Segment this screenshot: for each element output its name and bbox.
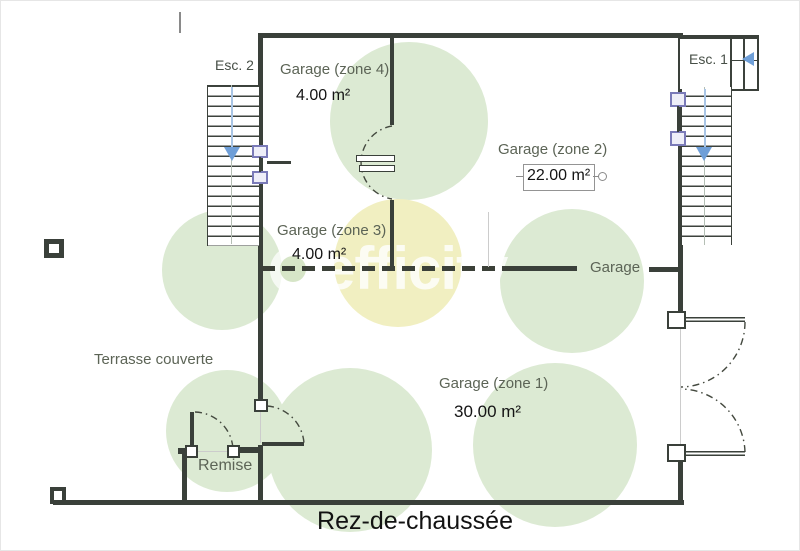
wall-partition-solid-right: [649, 267, 679, 272]
selection-tick-right: [593, 176, 599, 177]
room-label-garage: Garage: [590, 259, 641, 276]
door-hinge-french-bottom: [667, 444, 686, 462]
window-symbol-right-wall-bottom: [670, 131, 686, 146]
room-label-zone1: Garage (zone 1): [439, 375, 549, 392]
door-arc-french-bottom: [680, 388, 746, 453]
stair-label-esc2: Esc. 2: [215, 57, 254, 73]
stair-esc1-centerline: [704, 87, 705, 245]
room-label-zone3: Garage (zone 3): [277, 222, 387, 239]
stair-label-esc1: Esc. 1: [689, 51, 728, 67]
room-label-terrasse: Terrasse couverte: [94, 351, 214, 368]
room-area-zone3: 4.00 m²: [292, 246, 347, 263]
stair-esc1-direction-line: [704, 89, 706, 147]
wall-interior-lower: [390, 200, 394, 268]
wall-left-lower: [258, 445, 263, 503]
door-hinge-remise-east: [254, 399, 268, 412]
remise-wall-north-stub-left: [178, 448, 190, 454]
door-panel-interior-bottom: [359, 165, 395, 172]
remise-wall-north-stub-right: [240, 447, 258, 453]
wall-interior-upper: [390, 35, 394, 125]
zone-highlight-circle-top: [330, 42, 488, 200]
room-boundary-line: [488, 212, 489, 267]
room-area-zone4: 4.00 m²: [296, 87, 351, 104]
area-selection-box[interactable]: [523, 164, 595, 191]
zone-highlight-circle-bottom-right: [473, 363, 637, 527]
door-opening-line-remise-west: [198, 451, 227, 452]
wall-top: [260, 33, 683, 38]
stair-esc2-centerline: [231, 85, 232, 244]
door-leaf-esc2: [267, 161, 291, 164]
selection-tick-left: [516, 176, 523, 177]
door-opening-line-french: [680, 328, 681, 444]
door-arc-french-top: [680, 321, 746, 388]
window-connector-right: [677, 106, 679, 132]
door-leaf-remise-west: [190, 412, 194, 452]
door-opening-line-remise-east: [260, 403, 261, 443]
column-bottom-left: [50, 487, 66, 504]
floor-title: Rez-de-chaussée: [317, 507, 513, 535]
door-leaf-french-top: [686, 317, 745, 322]
door-hinge-french-top: [667, 311, 686, 329]
door-leaf-remise-east: [262, 442, 304, 446]
stair-esc1-arrow-left-icon: [742, 52, 754, 66]
wall-partition-dashed: [262, 266, 515, 271]
room-area-zone1: 30.00 m²: [454, 402, 522, 421]
stair-esc2-direction-line: [231, 87, 233, 147]
stair-esc2-flight: [207, 85, 259, 246]
column-left: [44, 239, 64, 258]
top-edge-tick: [179, 12, 181, 33]
window-symbol-right-wall-top: [670, 92, 686, 107]
room-label-zone2: Garage (zone 2): [498, 141, 608, 158]
zone-highlight-circle-yellow: [334, 199, 462, 327]
zone-highlight-circle-right: [500, 209, 644, 353]
wall-right-lower: [678, 462, 683, 503]
stair-esc1-flight: [682, 87, 732, 245]
stair-esc1-arrow-icon: [696, 147, 712, 161]
selection-handle-icon[interactable]: [598, 172, 607, 181]
door-hinge-remise-west-left: [185, 445, 198, 458]
wall-bottom: [53, 500, 684, 505]
room-area-zone2[interactable]: 22.00 m²: [527, 167, 591, 184]
remise-wall-west: [182, 452, 187, 503]
room-label-remise: Remise: [198, 457, 253, 474]
room-label-zone4: Garage (zone 4): [280, 61, 390, 78]
window-symbol-left-wall-bottom: [252, 171, 268, 184]
window-connector-left: [259, 157, 261, 172]
wall-partition-solid: [515, 266, 577, 271]
wall-right-upper: [678, 33, 683, 313]
stair-esc2-arrow-icon: [224, 147, 240, 161]
door-panel-interior-top: [356, 155, 395, 162]
door-leaf-french-bottom: [686, 451, 745, 456]
wall-left-upper: [258, 33, 263, 405]
